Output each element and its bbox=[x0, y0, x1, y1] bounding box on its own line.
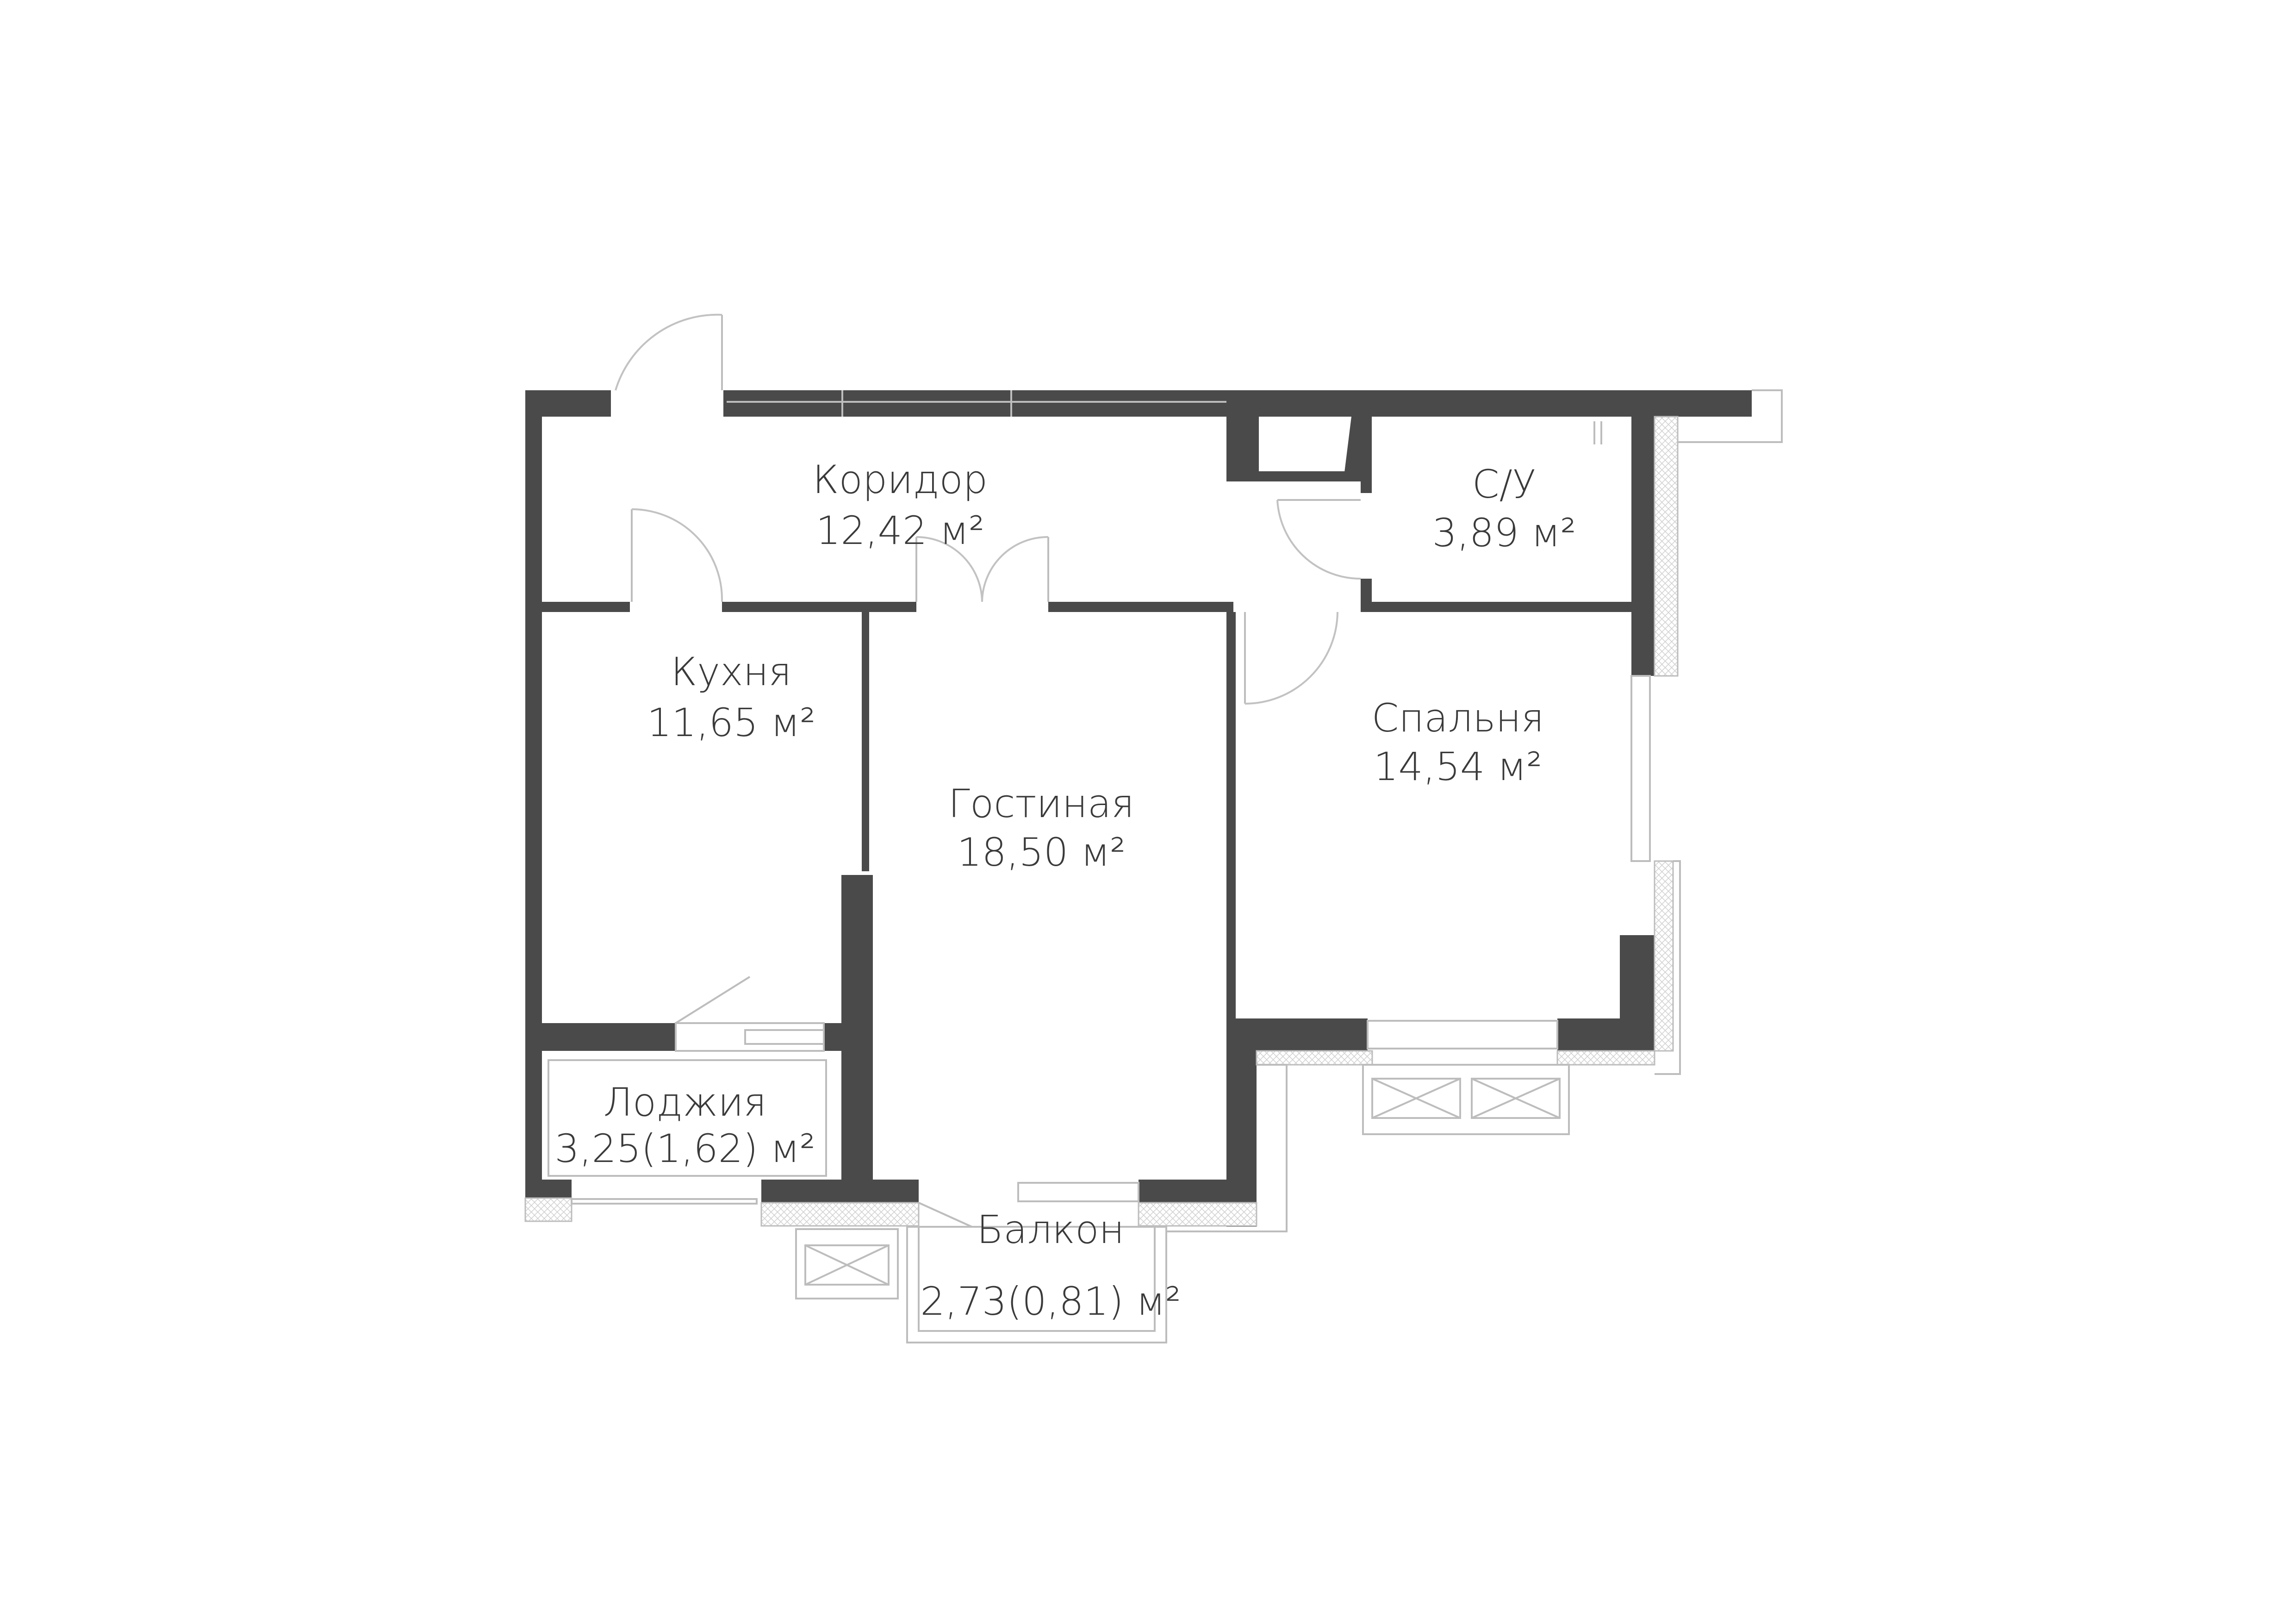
kitchen-name: Кухня bbox=[671, 649, 792, 694]
balcony-area: 2,73(0,81) м² bbox=[920, 1279, 1181, 1324]
entrance-door-swing bbox=[615, 313, 722, 391]
wall-bath-left-lower bbox=[1361, 579, 1372, 612]
wall-kitchen-living-upper bbox=[862, 612, 869, 871]
loggia-name: Лоджия bbox=[604, 1080, 767, 1125]
wall-kitchen-top-right bbox=[722, 602, 916, 612]
wall-top bbox=[723, 390, 1752, 417]
wall-shaft-bottom bbox=[1226, 471, 1361, 481]
wall-bedroom-bottom-right bbox=[1557, 1018, 1655, 1051]
living-area: 18,50 м² bbox=[957, 830, 1126, 875]
doors bbox=[615, 313, 1602, 705]
balcony-name: Балкон bbox=[977, 1207, 1125, 1252]
bedroom-balcony-door bbox=[1367, 1020, 1558, 1049]
wall-kitchen-living-lower bbox=[841, 875, 873, 1203]
bedroom-bottom-insulation bbox=[1256, 1050, 1373, 1066]
bedroom-window bbox=[1630, 675, 1651, 862]
wall-kitchen-loggia-right bbox=[824, 1023, 842, 1051]
wall-left bbox=[525, 390, 542, 1198]
interior-walls bbox=[542, 417, 1631, 1203]
wall-kitchen-loggia bbox=[542, 1023, 676, 1051]
bedroom-area: 14,54 м² bbox=[1374, 744, 1542, 789]
bathroom-name: С/У bbox=[1472, 462, 1536, 507]
room-labels: Коридор 12,42 м² С/У 3,89 м² Кухня 11,65… bbox=[554, 457, 1576, 1324]
wall-living-bottom-right bbox=[1139, 1180, 1257, 1203]
corridor-name: Коридор bbox=[813, 457, 988, 502]
wall-living-top bbox=[1048, 602, 1233, 612]
wall-insulation-right bbox=[1654, 416, 1679, 677]
corridor-area: 12,42 м² bbox=[816, 508, 984, 553]
loggia-parapet bbox=[548, 1059, 827, 1177]
windows bbox=[524, 389, 1783, 1343]
exterior-walls bbox=[525, 390, 1752, 1227]
bathroom-area: 3,89 м² bbox=[1432, 510, 1576, 556]
kitchen-area: 11,65 м² bbox=[647, 700, 815, 745]
loggia-area: 3,25(1,62) м² bbox=[554, 1126, 815, 1171]
wall-bedroom-top bbox=[1365, 602, 1631, 612]
wall-right-upper bbox=[1631, 417, 1655, 676]
wall-insulation-right-lower bbox=[1654, 860, 1674, 1052]
wall-kitchen-top-left bbox=[542, 602, 630, 612]
wall-loggia-bottom-left bbox=[525, 1180, 572, 1198]
living-balcony-door bbox=[1017, 1182, 1139, 1202]
shaft-diagonal bbox=[1344, 417, 1361, 472]
wall-living-bedroom bbox=[1226, 612, 1236, 1029]
wall-living-bottom-left bbox=[872, 1180, 919, 1203]
wall-shaft-left bbox=[1226, 417, 1259, 481]
wall-bath-left-upper bbox=[1361, 417, 1372, 493]
bedroom-name: Спальня bbox=[1372, 695, 1544, 741]
living-name: Гостиная bbox=[948, 781, 1134, 826]
